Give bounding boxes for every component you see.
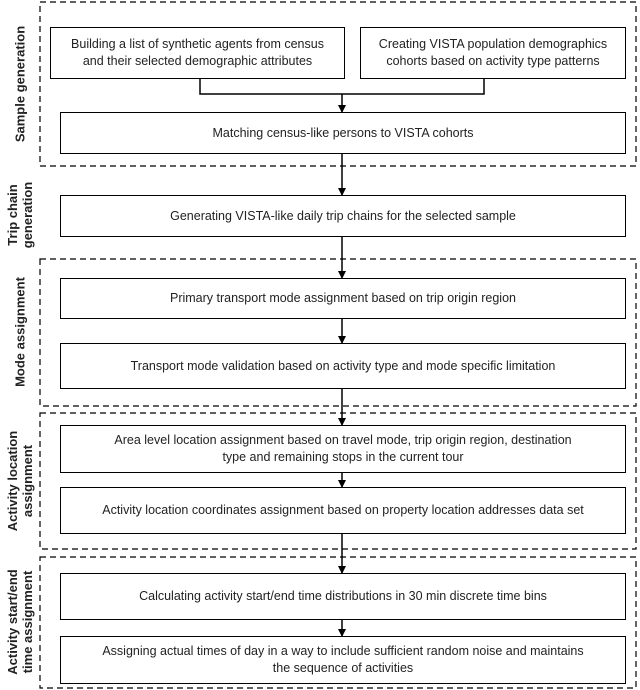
stage-label-trip-chain-generation: Trip chain generation (5, 181, 35, 249)
stage-frame-time (39, 556, 637, 689)
box-matching: Matching census-like persons to VISTA co… (60, 112, 626, 154)
stage-label-mode-assignment: Mode assignment (12, 277, 28, 387)
box-census-agents: Building a list of synthetic agents from… (50, 27, 345, 79)
box-mode-validation: Transport mode validation based on activ… (60, 343, 626, 389)
box-trip-chains: Generating VISTA-like daily trip chains … (60, 195, 626, 237)
box-vista-cohorts: Creating VISTA population demographics c… (360, 27, 626, 79)
box-area-location: Area level location assignment based on … (60, 425, 626, 473)
stage-label-activity-location-assignment: Activity location assignment (5, 430, 35, 532)
stage-label-activity-time-assignment: Activity start/end time assignment (5, 569, 35, 675)
merge-connector (199, 79, 485, 95)
box-time-distributions: Calculating activity start/end time dist… (60, 573, 626, 620)
box-coordinates: Activity location coordinates assignment… (60, 487, 626, 534)
box-primary-mode: Primary transport mode assignment based … (60, 278, 626, 319)
stage-frame-location (39, 412, 637, 550)
stage-frame-mode (39, 258, 637, 407)
stage-label-sample-generation: Sample generation (12, 25, 28, 143)
box-actual-times: Assigning actual times of day in a way t… (60, 636, 626, 684)
